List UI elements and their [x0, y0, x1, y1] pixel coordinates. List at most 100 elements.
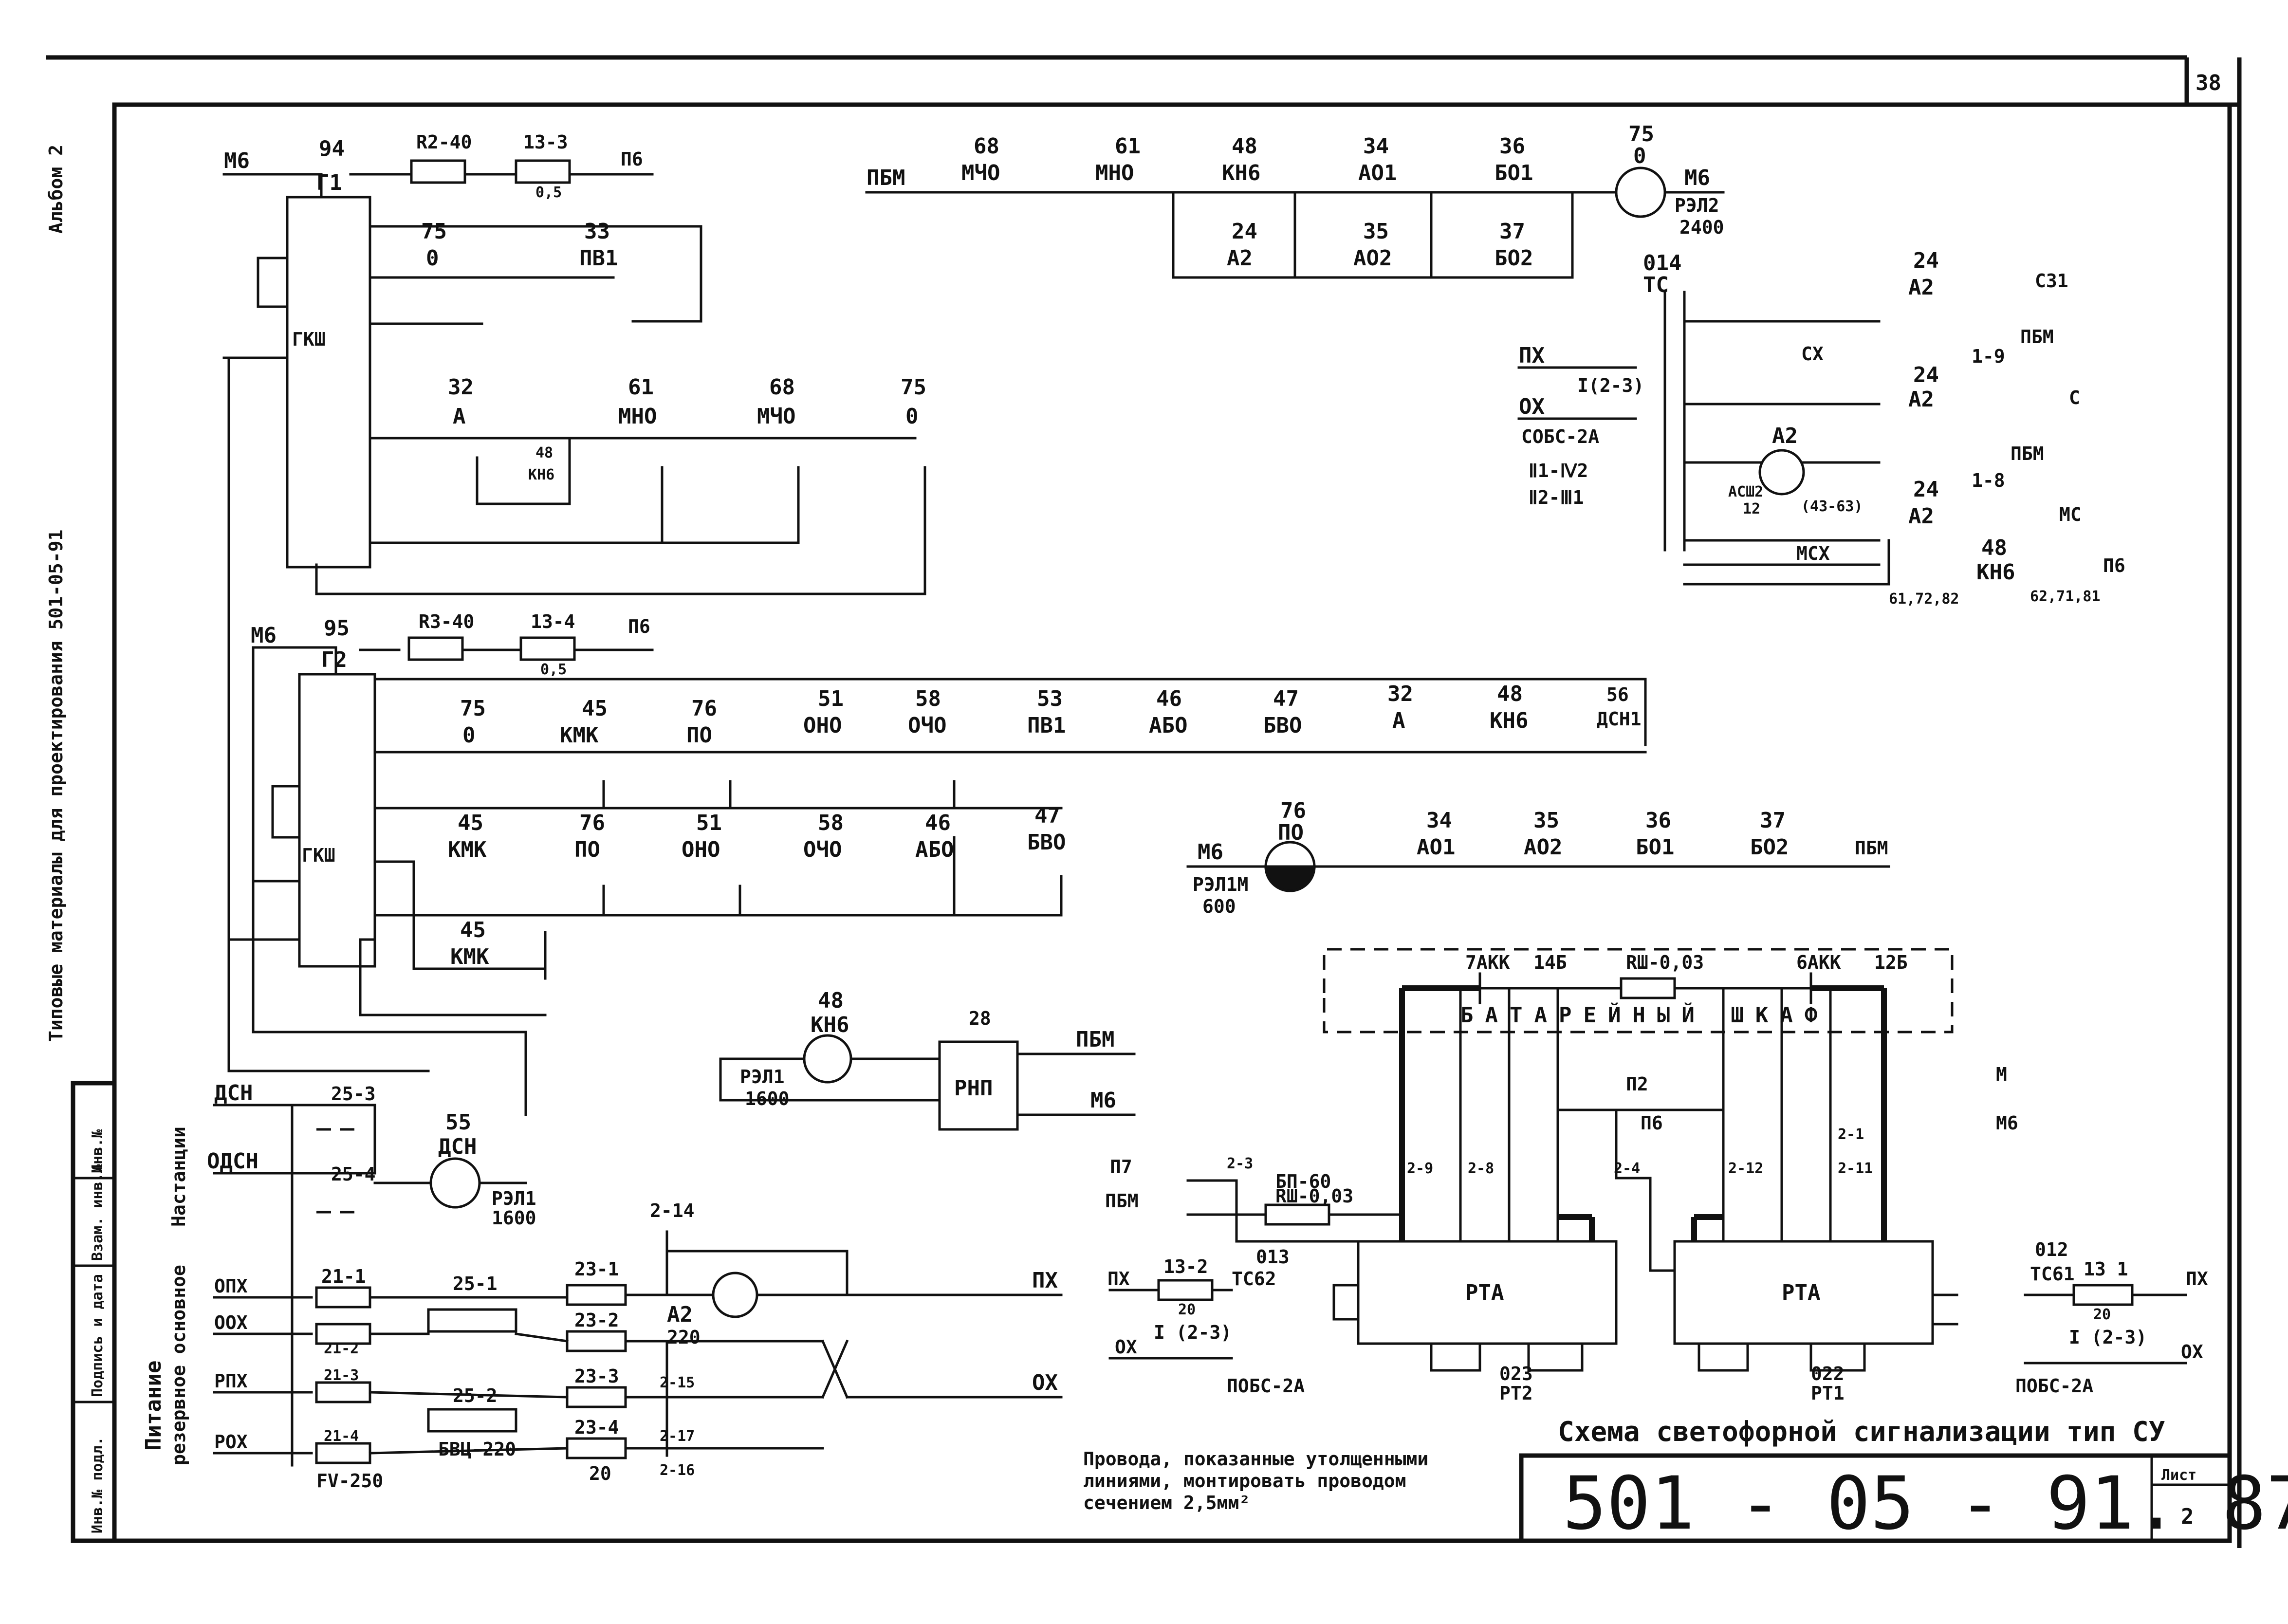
pwr-relay55-type: РЭЛ1: [492, 1188, 536, 1209]
rnp-circuit: [719, 1034, 1136, 1131]
rta-coil-left: I (2-3): [1154, 1322, 1232, 1343]
a2-lamp: [712, 1272, 758, 1318]
gksh2-block: [298, 673, 376, 968]
rnp-relay48: 48: [818, 988, 844, 1013]
pwr-odsn: ОДСН: [207, 1149, 258, 1174]
po-c2-num: 36: [1645, 808, 1671, 833]
r3-resistor: [407, 636, 464, 661]
gksh2-row2-labels: 45 КМК 76 ПО 51 ОНО 58 ОЧО 46 АБО 47 БВО…: [448, 803, 1066, 969]
pwr-ox: ОХ: [1032, 1370, 1058, 1395]
g2r2-c1-num: 76: [579, 811, 605, 835]
top-c4-num: 36: [1499, 134, 1525, 159]
gksh1-pv1: ПВ1: [579, 246, 618, 271]
rta-ox-right: ОХ: [2181, 1341, 2203, 1363]
gksh2-pb: П6: [628, 616, 650, 637]
bat-p6: П6: [1641, 1112, 1663, 1134]
rnp-28: 28: [969, 1008, 991, 1029]
res-23-1: [566, 1284, 627, 1306]
rnp-r: 1600: [745, 1088, 790, 1109]
bat-p7: П7: [1110, 1156, 1132, 1178]
bat-t2-3: 2-3: [1227, 1155, 1253, 1172]
pwr-rpx: РПХ: [214, 1370, 248, 1392]
g2r1-c7-num: 47: [1273, 686, 1299, 711]
pwr-bvc220: БВЦ-220: [438, 1439, 516, 1460]
n12b: 12Б: [1874, 952, 1908, 973]
bat-t2-9: 2-9: [1407, 1160, 1433, 1177]
pwr-group-pitanie: Питание: [141, 1361, 166, 1451]
gksh2-circuit: [227, 356, 1647, 1116]
tc-pbm: ПБМ: [2020, 326, 2054, 348]
tc-coil: I(2-3): [1577, 375, 1644, 396]
rta-o23: 023: [1499, 1363, 1533, 1384]
wiring-note-3: сечением 2,5мм²: [1083, 1492, 1250, 1513]
relay-75-type: РЭЛ2: [1675, 195, 1719, 216]
g2r1-c6-num: 46: [1156, 686, 1182, 711]
pwr-r23-4: 23-4: [574, 1417, 619, 1438]
top-c0-name: МЧО: [961, 161, 1000, 185]
gksh1-circuit: [222, 159, 926, 595]
relay-76-name: ПО: [1278, 820, 1304, 845]
pwr-r23-1: 23-1: [574, 1258, 619, 1280]
pwr-r25-2: 25-2: [453, 1385, 498, 1406]
akk7: 7АКК: [1465, 952, 1510, 973]
gksh1-cA: А: [453, 404, 466, 429]
gksh1-c32: 32: [448, 375, 474, 400]
pwr-group-rezerv: резервное основное: [168, 1265, 189, 1465]
pwr-t2-17: 2-17: [660, 1428, 695, 1445]
fuse-21-3: [315, 1381, 371, 1403]
gksh2-num: 95: [324, 616, 350, 641]
gksh1-c68: 68: [769, 375, 795, 400]
g2r1-c0-num: 75: [460, 696, 486, 721]
rta-ts62: ТС62: [1232, 1268, 1276, 1290]
power-circuit: [213, 1104, 1063, 1467]
top-c2-name: КН6: [1222, 161, 1260, 185]
g2r1-c4-name: ОЧО: [908, 713, 946, 738]
pwr-f21-4: 21-4: [324, 1428, 359, 1445]
top-l2-num: 37: [1499, 219, 1525, 244]
gksh2-row1-labels: 75 0 45 КМК 76 ПО 51 ОНО 58 ОЧО 53 ПВ1 4…: [460, 682, 1642, 748]
battery-title: БАТАРЕЙНЫЙ ШКАФ: [1460, 1002, 1829, 1028]
list-number: 2: [2181, 1504, 2194, 1529]
wiring-note-1: Провода, показанные утолщенными: [1083, 1448, 1428, 1470]
gksh1-mcho: МЧО: [757, 404, 795, 429]
rta-left-label: РТА: [1465, 1280, 1504, 1305]
gksh1-c75b: 75: [901, 375, 926, 400]
top-chain-circuit: [865, 166, 1725, 279]
bat-t2-12: 2-12: [1728, 1160, 1763, 1177]
rta-r13-1: 13 1: [2084, 1258, 2128, 1280]
stamp-vzam-inv: Взам. инв.№: [89, 1163, 106, 1261]
tc-c: С: [2069, 387, 2080, 408]
fuse-13-4-value: 0,5: [540, 661, 567, 678]
gksh1-c75: 75: [421, 219, 447, 244]
rta-rt1: РТ1: [1811, 1383, 1845, 1404]
ascw-a2: А2: [1772, 424, 1798, 448]
rnp-kn6: КН6: [811, 1013, 849, 1037]
fuse-21-1: [315, 1286, 371, 1309]
tc-name: ТС: [1643, 273, 1669, 297]
rnp-m6: М6: [1090, 1088, 1116, 1113]
r2-40-label: R2-40: [416, 131, 472, 153]
po-pbm: ПБМ: [1855, 837, 1888, 859]
top-l0-name: А2: [1227, 246, 1253, 271]
varistor-25-2: [427, 1408, 517, 1433]
tc-pbm2: ПБМ: [2011, 443, 2044, 464]
tc-n48: 48: [1981, 535, 2007, 560]
pwr-rox: РОХ: [214, 1431, 248, 1453]
res-23-4: [566, 1437, 627, 1459]
bat-t2-1: 2-1: [1838, 1126, 1864, 1143]
rta-pobs-right: ПОБС-2А: [2015, 1375, 2093, 1397]
pwr-relay55: 55: [445, 1110, 471, 1135]
gksh1-kn6: КН6: [528, 466, 554, 483]
stamp-inv-no: Инв.№: [89, 1129, 106, 1173]
tc-sobs: СОБС-2А: [1521, 426, 1599, 447]
tc-c31: С31: [2035, 270, 2068, 292]
g2r1-c1-name: КМК: [560, 723, 599, 748]
po-c3-num: 37: [1760, 808, 1786, 833]
tc-t18: 1-8: [1972, 470, 2005, 491]
ascw-12: 12: [1743, 500, 1760, 517]
pwr-relay55-r: 1600: [492, 1207, 536, 1229]
relay-48-coil: [803, 1034, 852, 1084]
bat-pbm: ПБМ: [1105, 1190, 1139, 1212]
fuse-13-3-label: 13-3: [523, 131, 568, 153]
g2r2-c5-name: БВО: [1027, 830, 1066, 855]
